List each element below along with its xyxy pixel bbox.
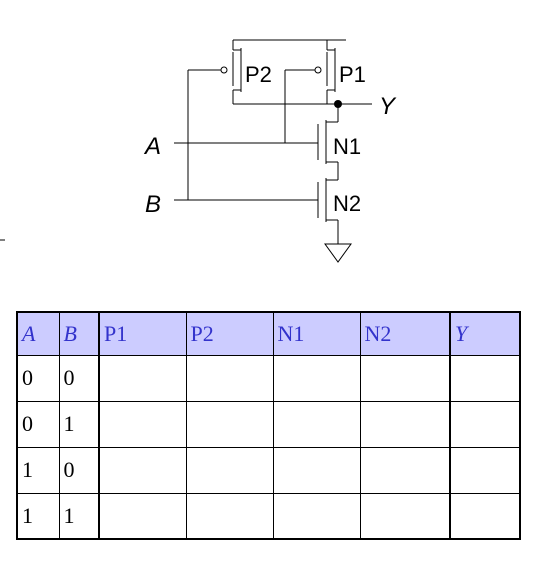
pmos-transistor-p2 (216, 40, 242, 104)
cell-p2 (185, 400, 274, 448)
table-row: 1 1 (16, 492, 521, 540)
table-row: 1 0 (16, 446, 521, 494)
cell-b: 1 (58, 492, 100, 540)
label-n1: N1 (333, 134, 361, 159)
cell-a: 0 (16, 354, 60, 402)
nand-gate-schematic: P2 P1 N1 N2 Y A B (0, 39, 397, 263)
cell-n2 (359, 354, 451, 402)
truth-table: A B P1 P2 N1 N2 Y 0 0 0 1 1 (16, 311, 521, 540)
cell-a: 1 (16, 446, 60, 494)
cell-b: 1 (58, 400, 100, 448)
table-row: 0 1 (16, 400, 521, 448)
label-input-b: B (145, 191, 161, 218)
column-header-b: B (58, 311, 100, 356)
cell-n1 (272, 400, 361, 448)
column-header-p1: P1 (98, 311, 187, 356)
label-p1: P1 (339, 62, 366, 87)
cell-y (449, 446, 521, 494)
cell-p1 (98, 354, 187, 402)
cell-y (449, 400, 521, 448)
cell-n1 (272, 492, 361, 540)
cell-p2 (185, 354, 274, 402)
label-output-y: Y (379, 93, 397, 120)
cell-p2 (185, 492, 274, 540)
cell-b: 0 (58, 354, 100, 402)
pmos-transistor-p1 (285, 40, 336, 104)
cell-a: 1 (16, 492, 60, 540)
nmos-transistor-n1 (317, 120, 338, 164)
column-header-p2: P2 (185, 311, 274, 356)
label-input-a: A (143, 133, 161, 160)
cell-n2 (359, 400, 451, 448)
label-n2: N2 (333, 191, 361, 216)
cell-n1 (272, 446, 361, 494)
cell-a: 0 (16, 400, 60, 448)
cell-n2 (359, 492, 451, 540)
column-header-n2: N2 (359, 311, 451, 356)
cell-n1 (272, 354, 361, 402)
table-row: 0 0 (16, 354, 521, 402)
column-header-a: A (16, 311, 60, 356)
cell-p2 (185, 446, 274, 494)
column-header-y: Y (449, 311, 521, 356)
table-header-row: A B P1 P2 N1 N2 Y (16, 311, 521, 356)
cell-y (449, 492, 521, 540)
cell-n2 (359, 446, 451, 494)
cell-p1 (98, 492, 187, 540)
cell-p1 (98, 400, 187, 448)
cell-p1 (98, 446, 187, 494)
ground-symbol (324, 243, 352, 263)
label-p2: P2 (245, 62, 272, 87)
cell-y (449, 354, 521, 402)
cell-b: 0 (58, 446, 100, 494)
column-header-n1: N1 (272, 311, 361, 356)
